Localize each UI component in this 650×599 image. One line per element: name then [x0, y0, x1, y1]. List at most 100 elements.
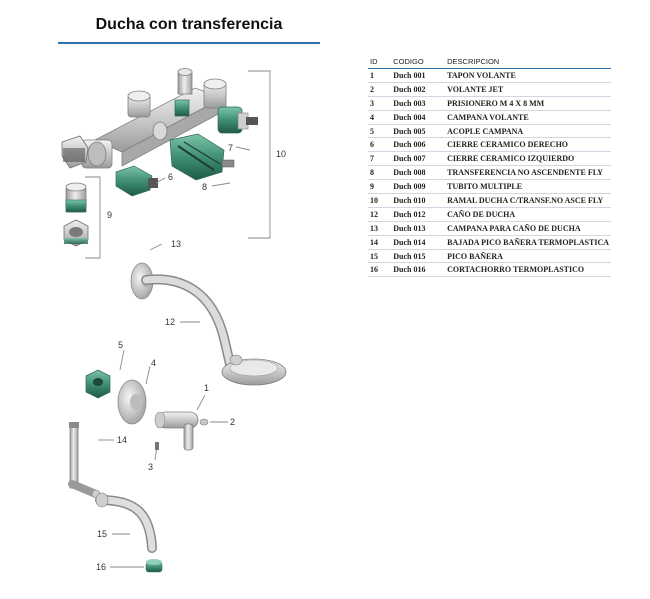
- callout-16: 16: [96, 562, 106, 572]
- cell-description: PRISIONERO M 4 X 8 MM: [445, 96, 611, 111]
- cell-id: 13: [368, 221, 392, 236]
- cell-code: Duch 002: [391, 82, 446, 97]
- cell-code: Duch 012: [391, 207, 446, 222]
- cell-description: PICO BAÑERA: [445, 249, 611, 264]
- bracket-10: [248, 70, 271, 239]
- leader-13: [149, 243, 163, 251]
- title-underline: [58, 42, 320, 44]
- left-nut: [61, 135, 89, 169]
- right-ceramic-cartridge: [217, 106, 258, 134]
- leader-4: [145, 365, 151, 385]
- aerator: [145, 559, 163, 573]
- set-screw: [155, 442, 159, 450]
- cell-id: 7: [368, 151, 392, 167]
- cell-description: CAMPANA VOLANTE: [445, 110, 611, 125]
- cell-id: 14: [368, 235, 392, 250]
- cell-code: Duch 001: [391, 68, 446, 83]
- left-ceramic-cartridge: [115, 165, 158, 197]
- callout-5: 5: [118, 340, 123, 350]
- cell-code: Duch 007: [391, 151, 446, 167]
- callout-13: 13: [171, 239, 181, 249]
- bracket-9: [85, 176, 101, 259]
- cell-description: ACOPLE CAMPANA: [445, 124, 611, 139]
- cell-code: Duch 004: [391, 110, 446, 125]
- page-title: Ducha con transferencia: [95, 16, 283, 33]
- header-code: CODIGO: [391, 56, 446, 69]
- cell-id: 12: [368, 207, 392, 222]
- hex-nut: [63, 219, 89, 247]
- handle-cap: [199, 418, 209, 426]
- multiple-tube: [65, 182, 87, 213]
- cell-id: 2: [368, 82, 392, 97]
- handle-assembly: [85, 369, 209, 451]
- transfer-cartridge: [169, 133, 235, 181]
- shower-valve-body: [81, 68, 227, 169]
- callout-9: 9: [107, 210, 112, 220]
- cell-code: Duch 014: [391, 235, 446, 250]
- cell-id: 1: [368, 68, 392, 83]
- cell-code: Duch 003: [391, 96, 446, 111]
- cell-code: Duch 013: [391, 221, 446, 236]
- leader-7: [235, 146, 251, 151]
- cell-description: CORTACHORRO TERMOPLASTICO: [445, 262, 611, 278]
- spout-riser: [68, 422, 101, 499]
- cell-code: Duch 008: [391, 165, 446, 181]
- cell-description: TAPON VOLANTE: [445, 68, 611, 83]
- cell-code: Duch 015: [391, 249, 446, 264]
- callout-10: 10: [276, 149, 286, 159]
- cell-id: 6: [368, 137, 392, 153]
- header-description: DESCRIPCION: [445, 56, 611, 69]
- callout-8: 8: [202, 182, 207, 192]
- cell-description: VOLANTE JET: [445, 82, 611, 97]
- leader-1: [196, 394, 206, 411]
- cell-id: 4: [368, 110, 392, 125]
- handle-coupling: [85, 369, 111, 399]
- callout-14: 14: [117, 435, 127, 445]
- table-header-row: ID CODIGO DESCRIPCION: [368, 56, 611, 69]
- cell-id: 16: [368, 262, 392, 278]
- tub-spout-assembly: [68, 422, 163, 573]
- jet-handle: [154, 411, 199, 451]
- cell-code: Duch 005: [391, 124, 446, 139]
- cell-description: CIERRE CERAMICO IZQUIERDO: [445, 151, 611, 167]
- cell-id: 9: [368, 179, 392, 195]
- callout-12: 12: [165, 317, 175, 327]
- shower-arm: [142, 275, 234, 368]
- cell-code: Duch 006: [391, 137, 446, 153]
- cell-id: 8: [368, 165, 392, 181]
- callout-3: 3: [148, 462, 153, 472]
- shower-head: [221, 354, 287, 386]
- callout-6: 6: [168, 172, 173, 182]
- cell-id: 10: [368, 193, 392, 208]
- leader-6: [155, 177, 166, 184]
- cell-id: 5: [368, 124, 392, 139]
- cell-description: CIERRE CERAMICO DERECHO: [445, 137, 611, 153]
- handle-escutcheon: [117, 379, 147, 425]
- callout-7: 7: [228, 143, 233, 153]
- callout-2: 2: [230, 417, 235, 427]
- cell-description: TRANSFERENCIA NO ASCENDENTE FLY: [445, 165, 611, 181]
- cell-description: BAJADA PICO BAÑERA TERMOPLASTICA: [445, 235, 611, 250]
- tub-spout: [95, 492, 157, 553]
- callout-4: 4: [151, 358, 156, 368]
- cell-description: TUBITO MULTIPLE: [445, 179, 611, 195]
- cell-description: RAMAL DUCHA C/TRANSF.NO ASCE FLY: [445, 193, 611, 208]
- callout-15: 15: [97, 529, 107, 539]
